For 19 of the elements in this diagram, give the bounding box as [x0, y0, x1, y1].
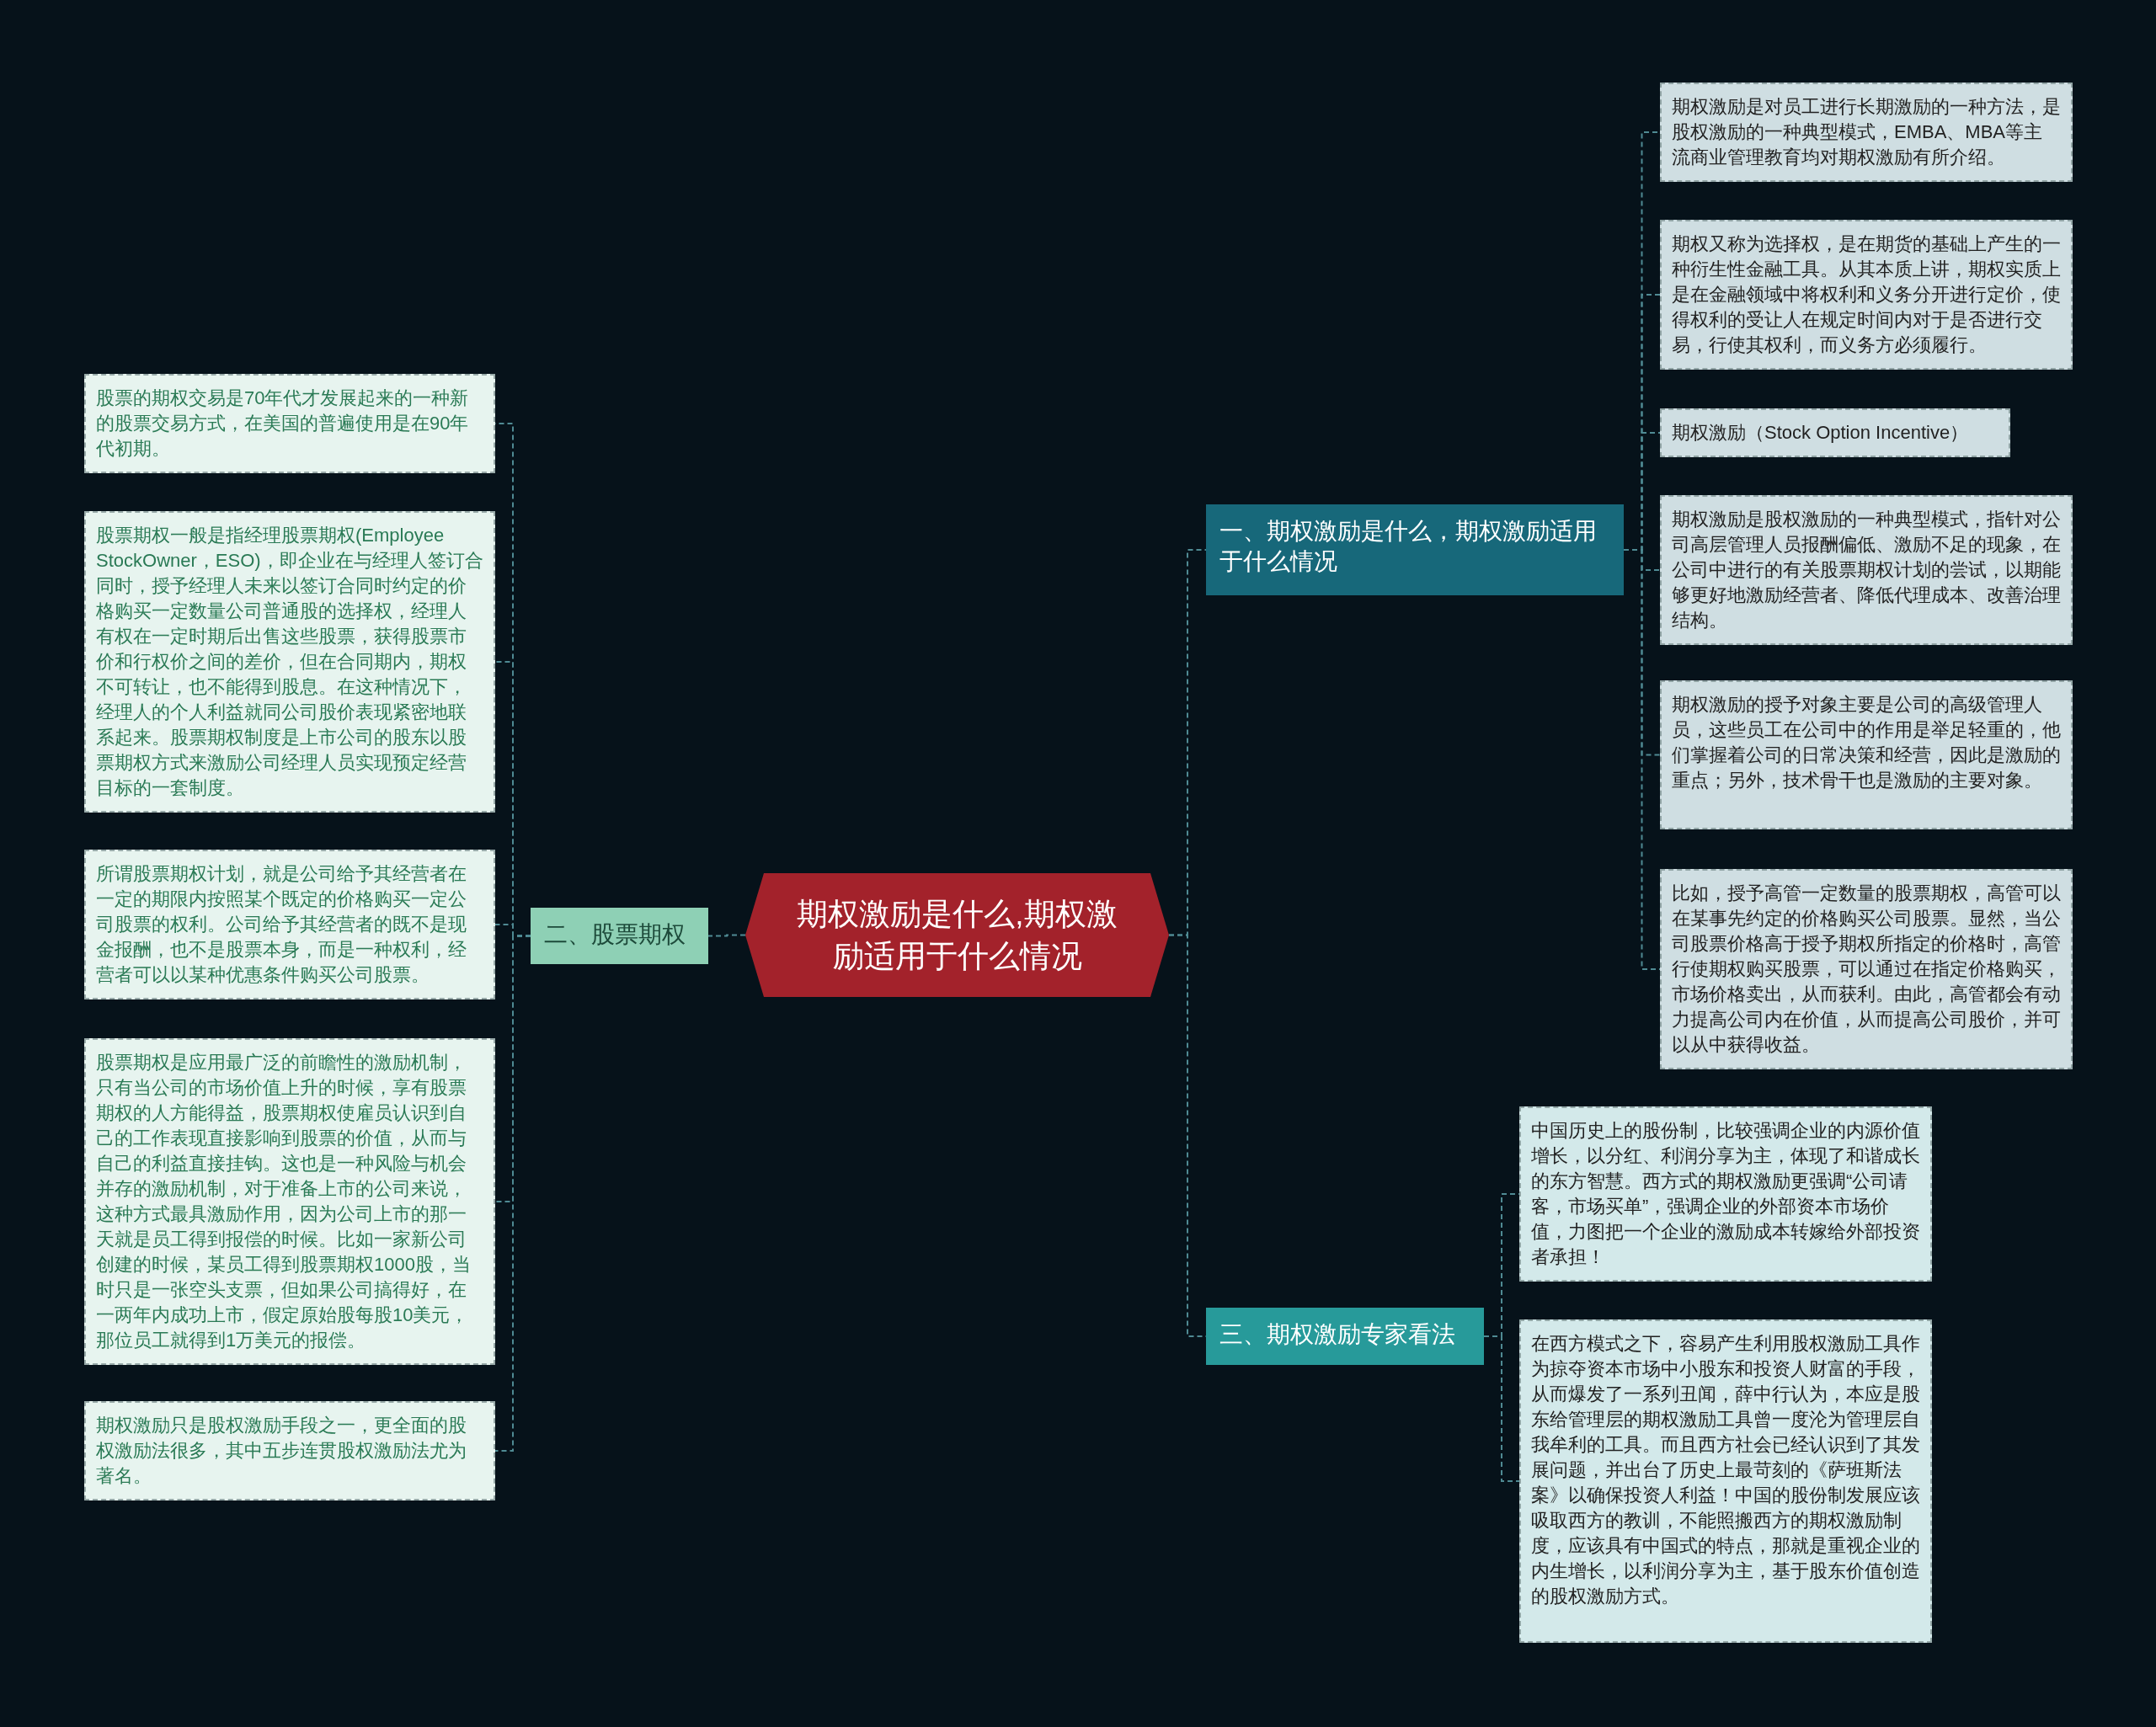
central-topic-hexagon: 期权激励是什么,期权激励适用于什么情况: [745, 873, 1169, 997]
text-box: 股票期权是应用最广泛的前瞻性的激励机制，只有当公司的市场价值上升的时候，享有股票期权的人方能得益，股票期权使雇员认识到自己的工作表现直接影响到股票的价值，从而与自己的利益直接挂钩。这也是一种风险与机会并存的激励机制，对于准备上市的公司来说，这种方式最具激励作用，因为公司上市的那一天就是员工得到报偿的时候。比如一家新公司创建的时候，某员工得到股票期权1000股，当时只是一张空头支票，但如果公司搞得好，在一两年内成功上市，假定原始股每股10美元，那位员工就得到1万美元的报偿。: [84, 1038, 495, 1365]
text-box: 中国历史上的股份制，比较强调企业的内源价值增长，以分红、利润分享为主，体现了和谐成长的东方智慧。西方式的期权激励更强调“公司请客，市场买单”，强调企业的外部资本市场价值，力图把一个企业的激励成本转嫁给外部投资者承担！: [1519, 1106, 1932, 1282]
text-box: 在西方模式之下，容易产生利用股权激励工具作为掠夺资本市场中小股东和投资人财富的手段，从而爆发了一系列丑闻，薛中行认为，本应是股东给管理层的期权激励工具曾一度沦为管理层自我牟利的工具。而且西方社会已经认识到了其发展问题，并出台了历史上最苛刻的《萨班斯法案》以确保投资人利益！中国的股份制发展应该吸取西方的教训，不能照搬西方的期权激励制度，应该具有中国式的特点，那就是重视企业的内生增长，以利润分享为主，基于股东价值创造的股权激励方式。: [1519, 1319, 1932, 1643]
text-box: 比如，授予高管一定数量的股票期权，高管可以在某事先约定的价格购买公司股票。显然，当公司股票价格高于授予期权所指定的价格时，高管行使期权购买股票，可以通过在指定价格购买，市场价格卖出，从而获利。由此，高管都会有动力提高公司内在价值，从而提高公司股价，并可以从中获得收益。: [1660, 869, 2073, 1069]
text-box: 股票的期权交易是70年代才发展起来的一种新的股票交易方式，在美国的普遍使用是在90年代初期。: [84, 374, 495, 473]
text-box: 期权激励（Stock Option Incentive）: [1660, 408, 2010, 457]
text-box: 股票期权一般是指经理股票期权(Employee StockOwner，ESO)，即企业在与经理人签订合同时，授予经理人未来以签订合同时约定的价格购买一定数量公司普通股的选择权，经理人有权在一定时期后出售这些股票，获得股票市价和行权价之间的差价，但在合同期内，期权不可转让，也不能得到股息。在这种情况下，经理人的个人利益就同公司股价表现紧密地联系起来。股票期权制度是上市公司的股东以股票期权方式来激励公司经理人员实现预定经营目标的一套制度。: [84, 511, 495, 813]
text-box: 期权激励只是股权激励手段之一，更全面的股权激励法很多，其中五步连贯股权激励法尤为著名。: [84, 1401, 495, 1500]
text-box: 期权又称为选择权，是在期货的基础上产生的一种衍生性金融工具。从其本质上讲，期权实质上是在金融领域中将权利和义务分开进行定价，使得权利的受让人在规定时间内对于是否进行交易，行使其权利，而义务方必须履行。: [1660, 220, 2073, 370]
connector-line: [707, 934, 746, 937]
text-box: 所谓股票期权计划，就是公司给予其经营者在一定的期限内按照某个既定的价格购买一定公司股票的权利。公司给予其经营者的既不是现金报酬，也不是股票本身，而是一种权利，经营者可以以某种优惠条件购买公司股票。: [84, 850, 495, 999]
topic-box: 一、期权激励是什么，期权激励适用于什么情况: [1206, 504, 1624, 595]
text-box: 期权激励是股权激励的一种典型模式，指针对公司高层管理人员报酬偏低、激励不足的现象，在公司中进行的有关股票期权计划的尝试，以期能够更好地激励经营者、降低代理成本、改善治理结构。: [1660, 495, 2073, 645]
text-box: 期权激励的授予对象主要是公司的高级管理人员，这些员工在公司中的作用是举足轻重的，他们掌握着公司的日常决策和经营，因此是激励的重点；另外，技术骨干也是激励的主要对象。: [1660, 680, 2073, 829]
connector-line: [1483, 1335, 1520, 1482]
topic-box: 二、股票期权: [531, 908, 708, 964]
text-box: 期权激励是对员工进行长期激励的一种方法，是股权激励的一种典型模式，EMBA、MBA等主流商业管理教育均对期权激励有所介绍。: [1660, 83, 2073, 182]
topic-box: 三、期权激励专家看法: [1206, 1308, 1484, 1365]
